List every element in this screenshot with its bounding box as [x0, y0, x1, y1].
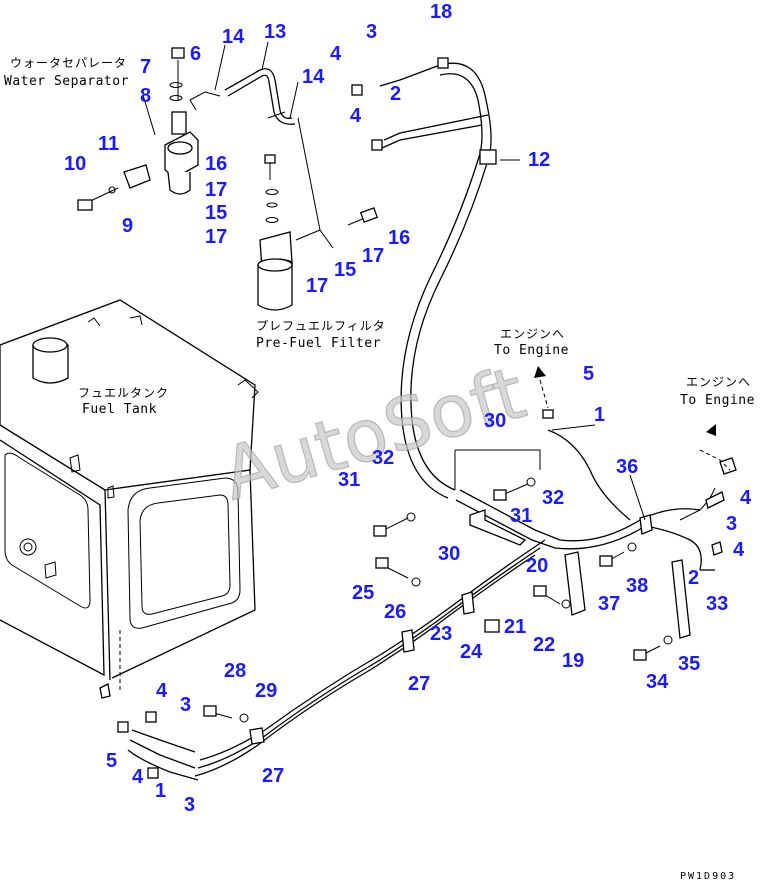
callout: 19 [562, 650, 584, 672]
callout: 30 [484, 410, 506, 432]
callout: 1 [155, 780, 166, 802]
callout: 17 [362, 245, 384, 267]
callout: 34 [646, 671, 669, 693]
callout: 24 [460, 641, 483, 663]
callout: 11 [98, 133, 119, 155]
callout: 31 [338, 469, 360, 491]
callout: 17 [306, 275, 328, 297]
callout: 16 [205, 153, 227, 175]
callout: 4 [156, 680, 168, 702]
callout: 28 [224, 660, 246, 682]
callout: 3 [726, 513, 737, 535]
callout: 4 [330, 43, 342, 65]
to-engine-label-en-1: To Engine [494, 343, 569, 358]
to-engine-arrows [534, 366, 731, 471]
callout: 32 [372, 447, 394, 469]
callout: 22 [533, 634, 555, 656]
callout: 5 [106, 750, 117, 772]
callout: 32 [542, 487, 564, 509]
callout: 27 [408, 673, 430, 695]
callout: 5 [583, 363, 594, 385]
watermark: AutoSoft [214, 350, 534, 516]
callout: 14 [302, 66, 325, 88]
water-separator-label-en: Water Separator [4, 74, 129, 89]
fasteners [117, 57, 673, 779]
callout: 10 [64, 153, 86, 175]
callout: 29 [255, 680, 277, 702]
callout: 17 [205, 226, 227, 248]
callout: 2 [688, 567, 699, 589]
callout: 27 [262, 765, 284, 787]
fuel-pipes [127, 62, 715, 781]
callout: 25 [352, 582, 374, 604]
callout: 38 [626, 575, 648, 597]
callout: 21 [504, 616, 526, 638]
callout: 35 [678, 653, 700, 675]
callout: 3 [366, 21, 377, 43]
callout: 31 [510, 505, 532, 527]
callout: 17 [205, 179, 227, 201]
water-separator [77, 47, 199, 211]
callout: 6 [190, 43, 201, 65]
callout: 23 [430, 623, 452, 645]
to-engine-label-en-2: To Engine [680, 393, 755, 408]
to-engine-label-jp-1: エンジンへ [500, 327, 565, 341]
callout: 8 [140, 85, 151, 107]
pre-fuel-filter [257, 117, 379, 311]
drawing-code: PW1D903 [680, 871, 736, 882]
callout: 13 [264, 21, 286, 43]
fuel-tank-label-en: Fuel Tank [82, 402, 157, 417]
callout: 3 [184, 794, 195, 816]
callout: 36 [616, 456, 638, 478]
pre-fuel-filter-label-jp: プレフュエルフィルタ [256, 319, 386, 333]
callout: 15 [205, 202, 227, 224]
callout: 26 [384, 601, 406, 623]
callout: 4 [132, 766, 144, 788]
pipe-13-assembly [169, 68, 296, 125]
callout: 37 [598, 593, 620, 615]
callout: 7 [140, 56, 151, 78]
callout: 2 [390, 83, 401, 105]
pre-fuel-filter-label-en: Pre-Fuel Filter [256, 336, 381, 351]
callout: 16 [388, 227, 410, 249]
water-separator-label-jp: ウォータセパレータ [10, 56, 127, 70]
callout: 4 [740, 487, 752, 509]
to-engine-label-jp-2: エンジンへ [686, 375, 751, 389]
part-callouts: 18 3 4 2 4 12 7 6 14 13 14 8 11 10 9 16 … [64, 1, 752, 816]
callout: 15 [334, 259, 356, 281]
fuel-tank [0, 299, 259, 699]
callout: 4 [733, 539, 745, 561]
callout: 1 [594, 404, 605, 426]
fuel-tank-label-jp: フュエルタンク [78, 386, 169, 400]
leader-lines [142, 41, 646, 521]
component-labels: ウォータセパレータ Water Separator プレフュエルフィルタ Pre… [4, 56, 755, 417]
callout: 33 [706, 593, 728, 615]
callout: 3 [180, 694, 191, 716]
callout: 18 [430, 1, 452, 23]
callout: 9 [122, 215, 133, 237]
brackets [249, 449, 737, 745]
callout: 12 [528, 149, 550, 171]
callout: 14 [222, 26, 245, 48]
callout: 30 [438, 543, 460, 565]
callout: 20 [526, 555, 548, 577]
callout: 4 [350, 105, 362, 127]
